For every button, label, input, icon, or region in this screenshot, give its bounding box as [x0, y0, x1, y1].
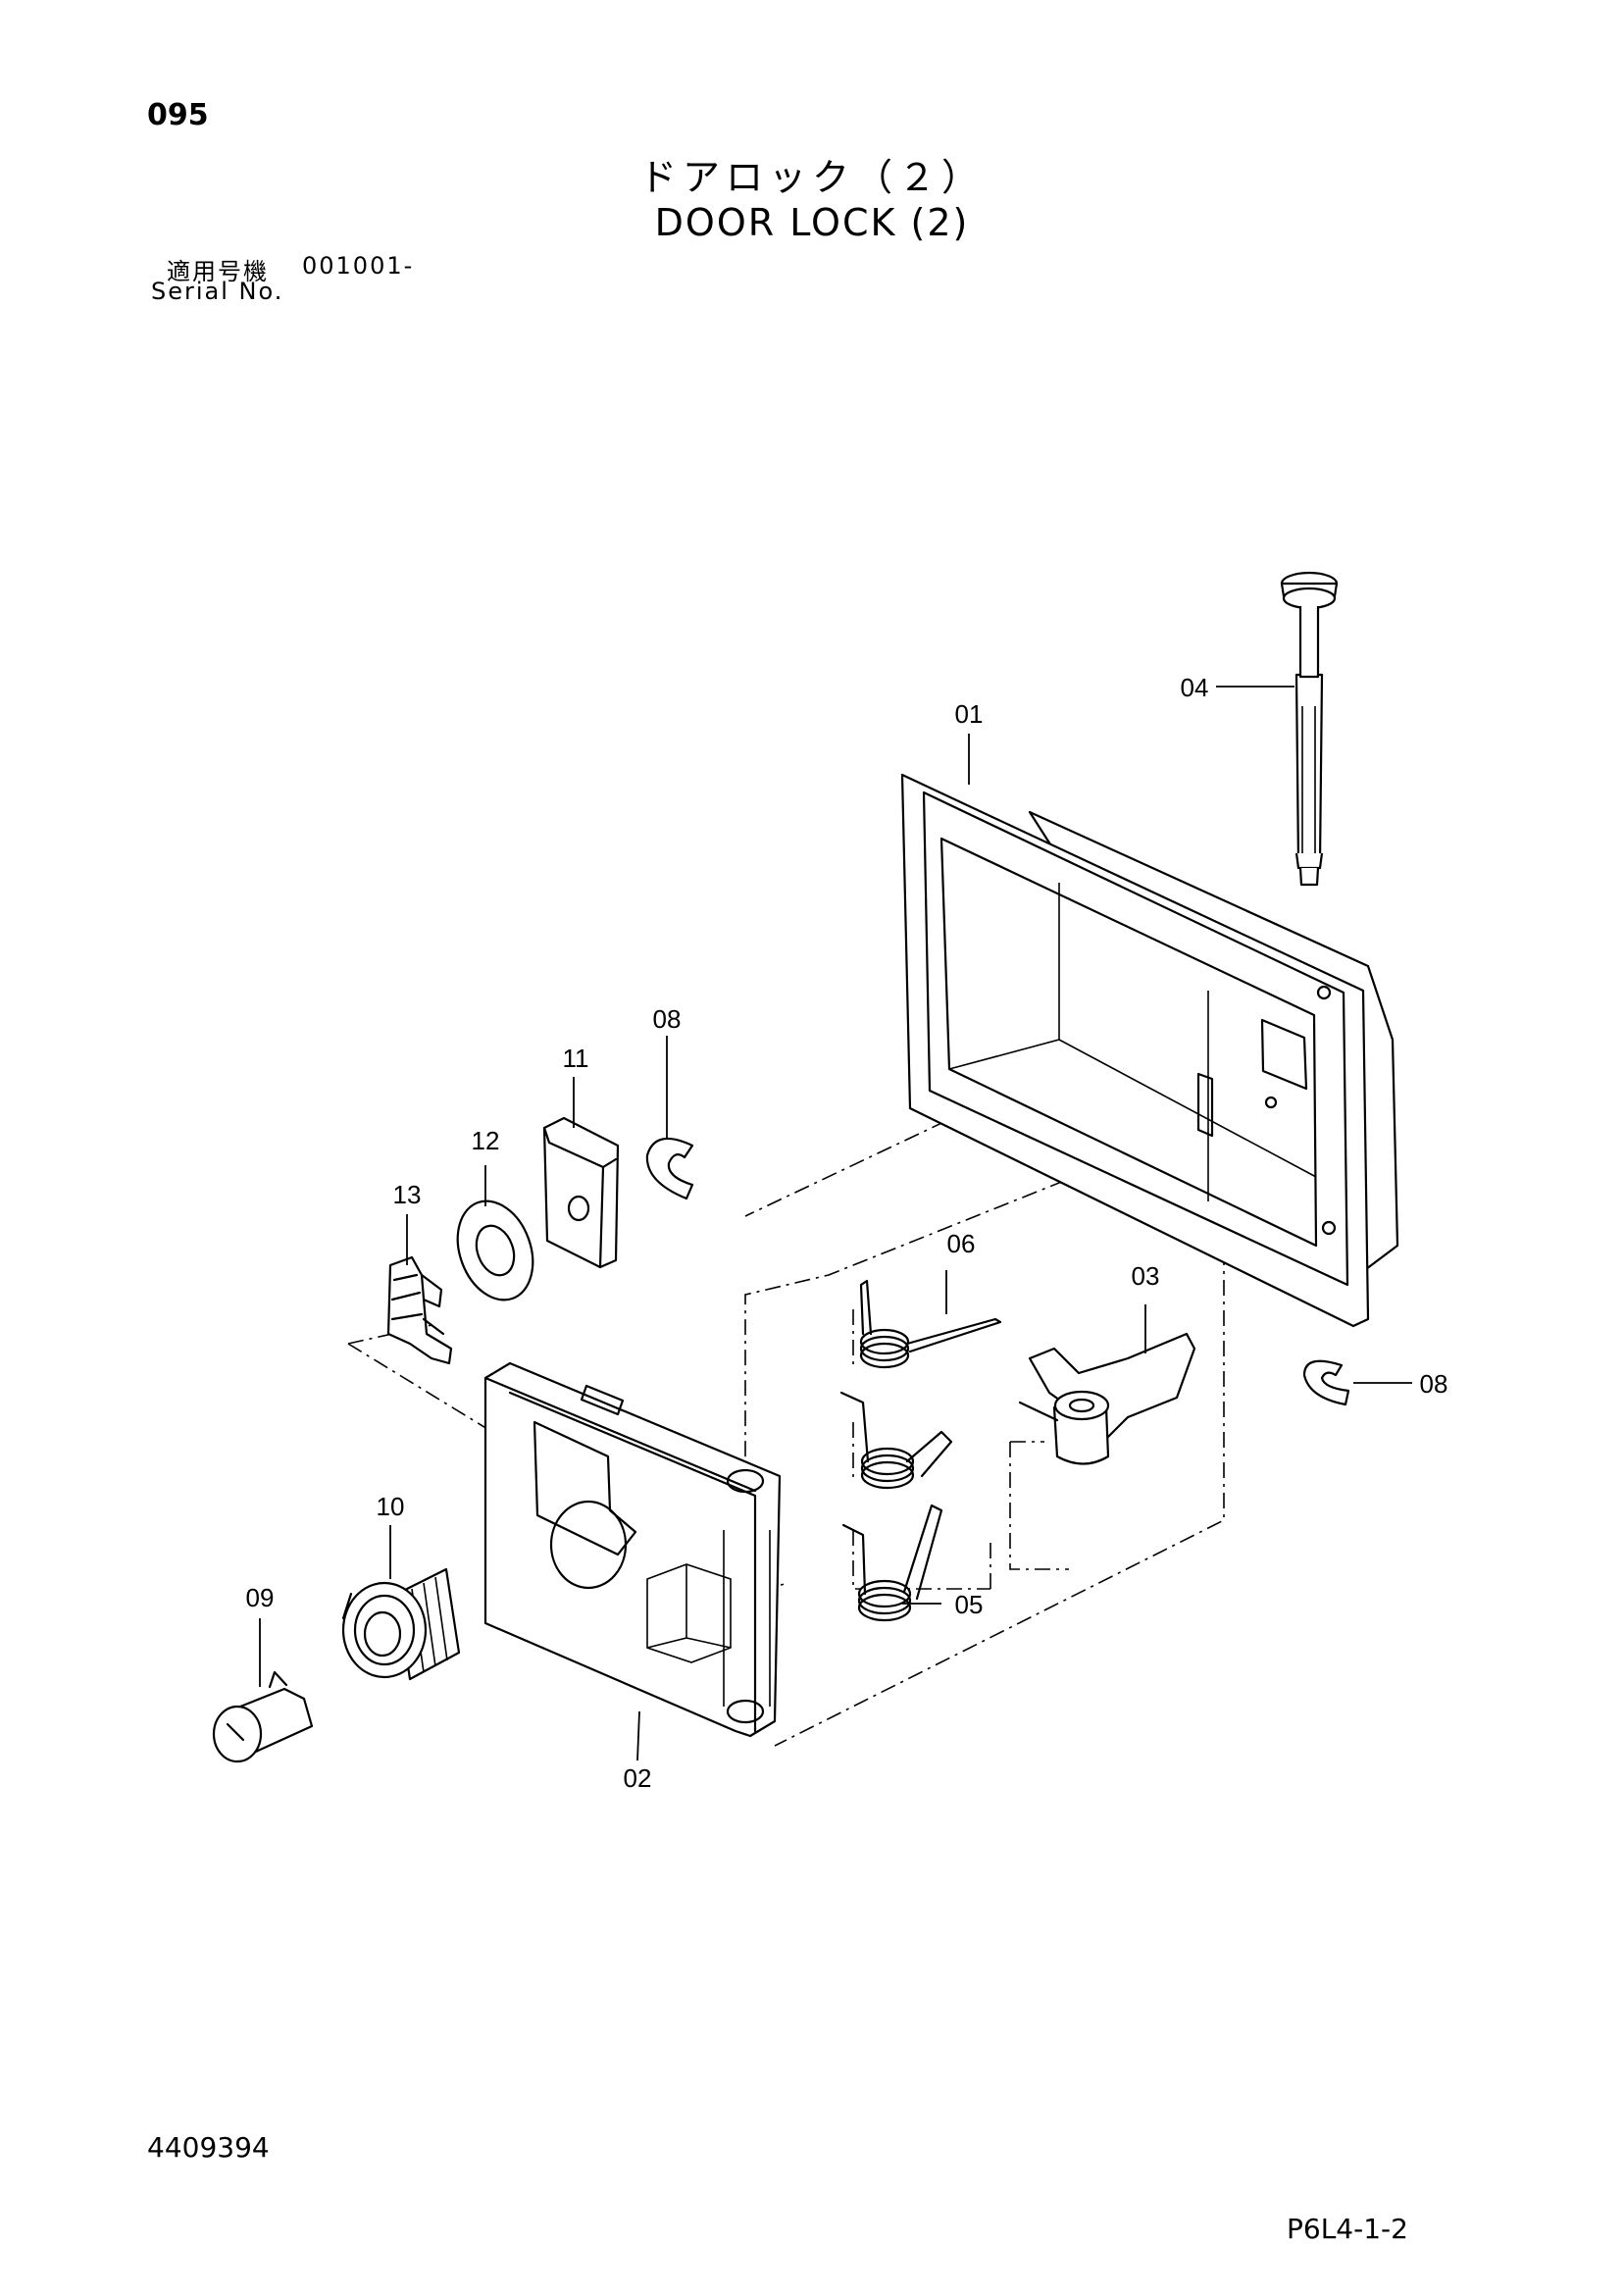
document-number: 4409394 — [147, 2131, 270, 2164]
callout-09: 09 — [246, 1583, 275, 1612]
callout-06: 06 — [947, 1229, 976, 1258]
part-08-e-rings — [645, 1137, 1350, 1406]
callout-12: 12 — [472, 1126, 500, 1155]
part-09-key-cylinder — [212, 1670, 314, 1763]
callout-11: 11 — [563, 1044, 589, 1073]
callout-03: 03 — [1132, 1261, 1160, 1291]
part-03-lever — [1018, 1332, 1196, 1465]
part-04-pin — [1280, 571, 1339, 887]
callout-13: 13 — [393, 1180, 422, 1209]
callout-labels: 01 02 03 04 05 06 08 08 09 10 11 12 13 — [246, 673, 1448, 1793]
page-number: 095 — [147, 98, 209, 132]
part-13-clip — [386, 1255, 453, 1365]
callout-10: 10 — [377, 1492, 405, 1521]
serial-value: 001001- — [302, 252, 415, 280]
callout-01: 01 — [955, 699, 984, 729]
callout-08-right: 08 — [1420, 1369, 1448, 1399]
serial-label-japanese: 適用号機 — [167, 258, 269, 285]
part-06-spring — [859, 1279, 1002, 1369]
part-10-cylinder-nut — [341, 1567, 461, 1681]
title-japanese: ドアロック（２） — [638, 156, 985, 199]
callout-05: 05 — [955, 1590, 984, 1619]
callout-04: 04 — [1181, 673, 1209, 702]
part-02-lock-case — [483, 1361, 782, 1738]
part-12-washer — [456, 1199, 534, 1301]
leader-lines — [259, 686, 1412, 1761]
title-english: DOOR LOCK (2) — [654, 201, 970, 244]
callout-08-top: 08 — [653, 1004, 682, 1034]
part-05-springs — [839, 1391, 953, 1622]
part-01-handle-housing — [900, 773, 1399, 1328]
serial-label-english: Serial No. — [151, 278, 284, 305]
callout-02: 02 — [624, 1763, 652, 1793]
part-11-plate — [542, 1116, 620, 1269]
figure-reference: P6L4-1-2 — [1287, 2213, 1408, 2245]
